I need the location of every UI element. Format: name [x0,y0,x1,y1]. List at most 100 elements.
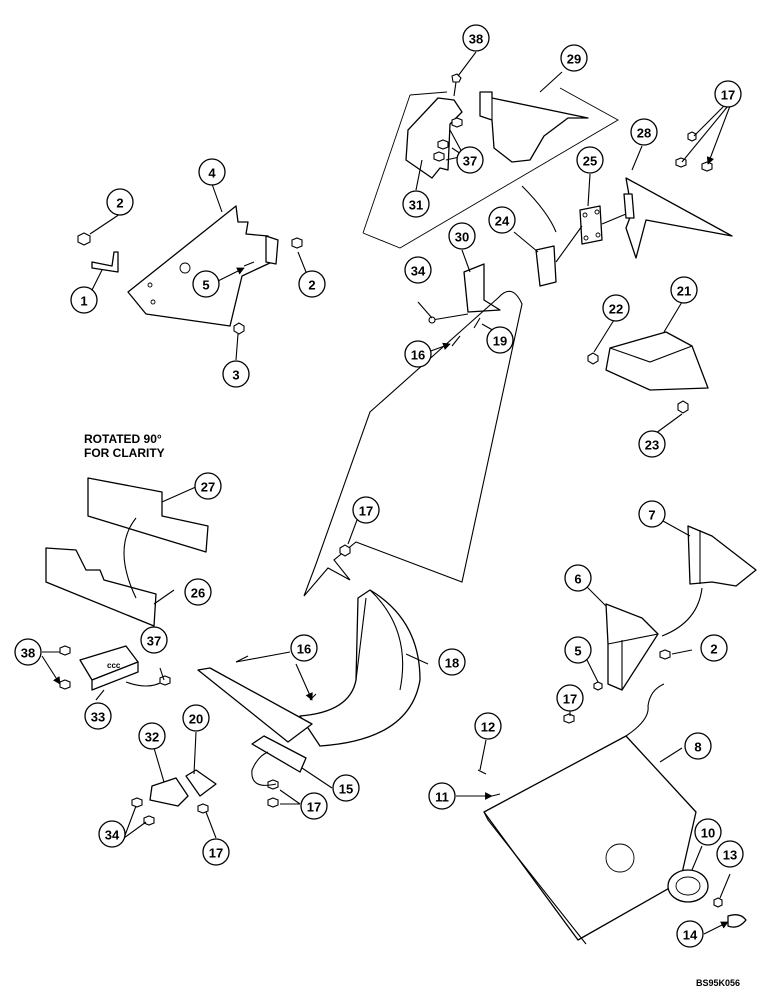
callout-6: 6 [564,564,592,592]
bolt-34 [431,313,469,321]
callout-37: 37 [456,146,484,174]
callout-label: 37 [147,634,161,649]
callout-circle [456,146,484,174]
bolt-3 [233,322,245,335]
callout-38: 38 [462,24,490,52]
part-plate-24 [535,245,557,287]
callout-label: 17 [721,88,735,103]
bolt-12 [477,769,487,775]
callout-circle [194,472,222,500]
callout-label: 21 [677,284,691,299]
callout-label: 17 [359,504,373,519]
callout-circle [576,146,604,174]
callout-33: 33 [84,702,112,730]
callout-20: 20 [182,704,210,732]
nut-2b [291,237,303,249]
callout-circle [560,44,588,72]
callout-24: 24 [488,206,516,234]
callout-17: 17 [202,838,230,866]
part-28-tab [623,193,635,219]
callout-label: 14 [683,928,698,943]
part-plate-25 [579,205,603,245]
callout-21: 21 [670,276,698,304]
callout-circle [676,920,704,948]
callout-15: 15 [332,774,360,802]
callout-circle [70,286,98,314]
callout-27: 27 [194,472,222,500]
callout-label: 29 [567,52,581,67]
callout-7: 7 [638,500,666,528]
bolt-34-a [131,797,143,808]
bolt-11 [491,793,501,797]
hole [594,209,600,215]
part-disc-10 [667,869,709,903]
callout-circle [630,118,658,146]
callout-circle [694,818,722,846]
callout-37: 37 [140,626,168,654]
callout-circle [602,294,630,322]
callout-11: 11 [428,782,456,810]
part-6-edge [607,633,659,690]
part-clip-14 [727,914,747,928]
callout-circle [138,722,166,750]
part-bracket-30 [463,263,501,313]
callout-label: 33 [91,710,105,725]
callout-label: 5 [574,644,581,659]
callout-8: 8 [684,732,712,760]
callout-circle [106,188,134,216]
callout-circle [332,774,360,802]
bolt-38-a [59,645,71,656]
hole [179,262,191,274]
bolt-16-upper [451,335,461,347]
hole [583,235,589,241]
hole [147,282,153,288]
callout-circle [638,430,666,458]
hole [150,299,156,305]
callout-circle [98,820,126,848]
part-bracket-4-tab [265,235,279,265]
callout-circle [564,636,592,664]
hole [595,232,601,238]
callout-circle [684,732,712,760]
bolt-34-head [428,316,436,324]
callout-circle [192,270,220,298]
callout-label: 17 [209,846,223,861]
callout-label: 19 [493,334,507,349]
callout-label: 24 [495,214,510,229]
part-plate-8 [483,735,697,941]
nut-17-right [563,713,575,724]
callout-circle [300,792,328,820]
callout-label: 18 [445,656,459,671]
callout-label: 13 [723,848,737,863]
part-bracket-1 [91,251,119,273]
part-chute-18 [299,589,421,747]
callout-circle [448,222,476,250]
callout-2: 2 [298,270,326,298]
callout-34: 34 [404,256,432,284]
callout-circle [352,496,380,524]
bolt-38-shank [453,81,457,97]
callout-label: 22 [609,302,623,317]
callout-circle [670,276,698,304]
lens-mark: ccc [107,661,121,670]
part-plate-26 [45,547,157,627]
callout-circle [202,838,230,866]
part-shield-28 [625,177,733,259]
part-shield-29 [479,91,589,163]
callout-label: 12 [481,720,495,735]
nut-17c [701,161,713,172]
callout-label: 4 [208,166,216,181]
callout-32: 32 [138,722,166,750]
callout-label: 2 [710,642,717,657]
callout-circle [140,626,168,654]
callout-circle [438,648,466,676]
callout-circle [198,158,226,186]
callout-19: 19 [486,326,514,354]
part-shield-21 [605,331,709,391]
wire-37 [125,681,163,687]
part-bracket-31 [405,97,463,179]
nut-17a [687,131,697,142]
connector-line [555,213,627,263]
nut-37c [433,151,445,162]
